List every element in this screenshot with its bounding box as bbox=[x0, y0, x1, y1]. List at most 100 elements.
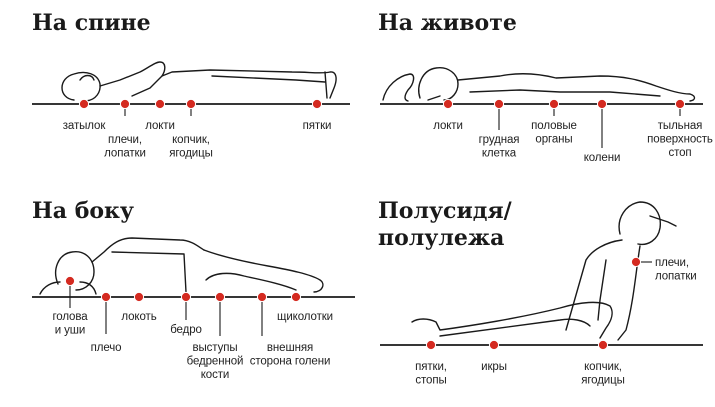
callout-shoulders-sitting: плечи, лопатки bbox=[630, 256, 697, 283]
panel-title-on-stomach: На животе bbox=[378, 10, 517, 36]
label-line: органы bbox=[535, 134, 572, 146]
callout-genitals: половые органы bbox=[531, 98, 577, 146]
label-line: локти bbox=[433, 120, 463, 132]
pressure-dot bbox=[596, 98, 608, 110]
callout-label: плечи, лопатки bbox=[655, 257, 697, 283]
pressure-dot bbox=[64, 275, 76, 287]
label-line: тыльная bbox=[658, 120, 703, 132]
callout-heels: пятки bbox=[303, 98, 332, 132]
callout-ankles: щиколотки bbox=[277, 291, 333, 323]
callout-label: локти bbox=[433, 120, 463, 132]
callout-chest: грудная клетка bbox=[479, 98, 520, 160]
callout-label: копчик, ягодицы bbox=[169, 134, 213, 160]
label-line: лопатки bbox=[655, 271, 697, 283]
callout-label: пятки bbox=[303, 120, 332, 132]
pressure-dot bbox=[597, 339, 609, 351]
callout-label: затылок bbox=[63, 120, 107, 132]
pressure-dot bbox=[133, 291, 145, 303]
label-line: стоп bbox=[668, 147, 691, 159]
callout-elbows-stomach: локти bbox=[433, 98, 463, 132]
figure-on-side bbox=[39, 237, 324, 295]
panel-title-semi-sitting: Полусидя/полулежа bbox=[378, 198, 513, 251]
callout-label: грудная клетка bbox=[479, 134, 520, 160]
label-line: Полусидя/ bbox=[378, 198, 513, 224]
label-line: копчик, bbox=[584, 361, 622, 373]
panel-on-side: На боку голова и уши плечо локоть bbox=[32, 198, 355, 381]
label-line: плечи, bbox=[655, 257, 689, 269]
label-line: ягодицы bbox=[169, 148, 213, 160]
callout-elbow: локоть bbox=[121, 291, 157, 323]
callout-label: плечи,лопатки bbox=[104, 134, 146, 160]
label-line: кости bbox=[201, 369, 230, 381]
callout-shoulder: плечо bbox=[91, 291, 122, 354]
label-line: поверхность bbox=[647, 134, 713, 146]
callout-label: колени bbox=[584, 152, 621, 164]
label-line: и уши bbox=[55, 325, 86, 337]
label-line: голова bbox=[52, 311, 88, 323]
callout-label: локти bbox=[145, 120, 175, 132]
callout-tailbone: копчик, ягодицы bbox=[169, 98, 213, 160]
pressure-dot bbox=[442, 98, 454, 110]
callout-shoulders: плечи,лопатки bbox=[104, 98, 146, 160]
pressure-dot bbox=[119, 98, 131, 110]
label-line: лопатки bbox=[104, 148, 146, 160]
label-line: выступы bbox=[192, 342, 237, 354]
label-line: пятки, bbox=[415, 361, 447, 373]
figure-on-stomach bbox=[382, 67, 696, 102]
callout-occiput: затылок bbox=[63, 98, 107, 132]
callout-tailbone-sitting: копчик, ягодицы bbox=[581, 339, 625, 387]
pressure-dot bbox=[100, 291, 112, 303]
pressure-dot bbox=[78, 98, 90, 110]
callout-label: щиколотки bbox=[277, 311, 333, 323]
label-line: клетка bbox=[482, 148, 517, 160]
label-line: колени bbox=[584, 152, 621, 164]
pressure-dot bbox=[290, 291, 302, 303]
pressure-dot bbox=[311, 98, 323, 110]
label-line: плечо bbox=[91, 342, 122, 354]
panel-title-on-side: На боку bbox=[32, 198, 134, 224]
pressure-dot bbox=[256, 291, 268, 303]
callout-label: локоть bbox=[121, 311, 156, 323]
callout-calves: икры bbox=[481, 339, 507, 373]
callout-elbows: локти bbox=[145, 98, 175, 132]
label-line: локоть bbox=[121, 311, 156, 323]
callout-label: плечо bbox=[91, 342, 122, 354]
label-line: внешняя bbox=[267, 342, 313, 354]
pressure-dot bbox=[630, 256, 642, 268]
label-line: ягодицы bbox=[581, 375, 625, 387]
callout-label: копчик, ягодицы bbox=[581, 361, 625, 387]
label-line: бедренной bbox=[187, 356, 244, 368]
label-line: копчик, bbox=[172, 134, 210, 146]
panel-on-back: На спине затылок плечи,лопатки локти bbox=[32, 10, 350, 160]
label-line: полулежа bbox=[378, 225, 504, 251]
callout-shin: внешняя сторона голени bbox=[250, 291, 331, 368]
pressure-dot bbox=[493, 98, 505, 110]
label-line: грудная bbox=[479, 134, 520, 146]
callout-label: пятки, стопы bbox=[415, 361, 447, 387]
callout-hip: бедро bbox=[170, 291, 202, 336]
label-line: затылок bbox=[63, 120, 107, 132]
pressure-dot bbox=[154, 98, 166, 110]
callout-heels-feet: пятки, стопы bbox=[415, 339, 447, 387]
callout-label: голова и уши bbox=[52, 311, 88, 337]
panel-on-stomach: На животе локти грудная клетка половые орг… bbox=[378, 10, 713, 164]
panel-title-on-back: На спине bbox=[32, 10, 151, 36]
label-line: икры bbox=[481, 361, 507, 373]
label-line: сторона голени bbox=[250, 356, 331, 368]
pressure-dot bbox=[214, 291, 226, 303]
pressure-dot bbox=[180, 291, 192, 303]
pressure-dot bbox=[548, 98, 560, 110]
label-line: стопы bbox=[415, 375, 446, 387]
figure-semi-sitting bbox=[411, 201, 677, 341]
pressure-dot bbox=[185, 98, 197, 110]
callout-label: половые органы bbox=[531, 120, 577, 146]
label-line: половые bbox=[531, 120, 577, 132]
label-line: щиколотки bbox=[277, 311, 333, 323]
pressure-dot bbox=[488, 339, 500, 351]
callout-knees: колени bbox=[584, 98, 621, 164]
